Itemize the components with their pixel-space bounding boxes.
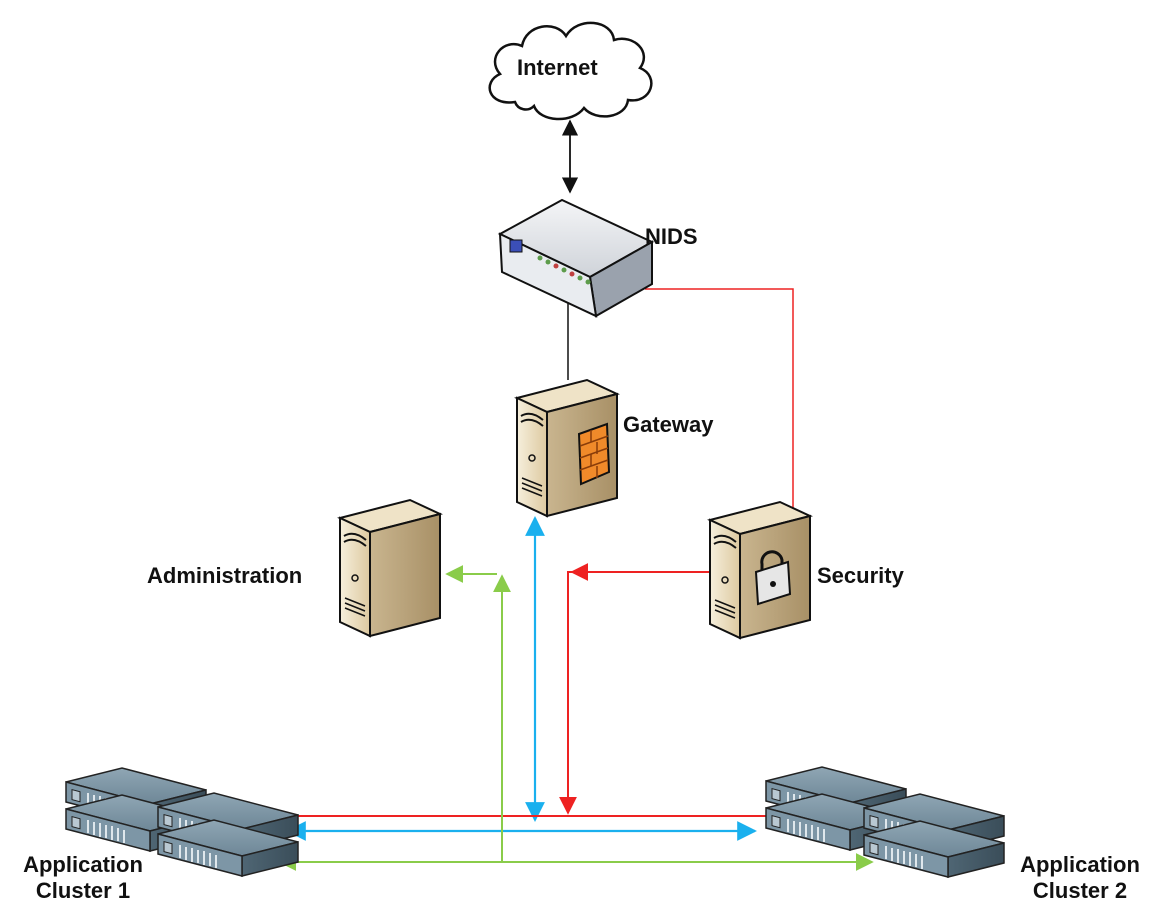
security-server-icon <box>709 501 811 639</box>
cluster-2-label-line1: Application <box>1020 852 1140 877</box>
administration-label: Administration <box>147 563 303 588</box>
link-nids-security <box>645 288 794 510</box>
nids-label: NIDS <box>645 224 698 249</box>
administration-server-icon <box>339 499 441 637</box>
cluster-1-label: Application Cluster 1 <box>8 852 158 904</box>
firewall-icon <box>577 422 611 486</box>
gateway-label: Gateway <box>623 412 714 437</box>
cluster-1-label-line2: Cluster 1 <box>35 878 131 903</box>
cluster-2-label-line2: Cluster 2 <box>1032 878 1128 903</box>
nids-device-icon <box>497 198 655 318</box>
application-cluster-2-icon <box>765 766 1005 878</box>
security-label: Security <box>817 563 904 588</box>
link-security-bus-red <box>559 571 710 815</box>
cluster-2-label: Application Cluster 2 <box>1005 852 1155 904</box>
lock-icon <box>754 550 792 606</box>
gateway-server-icon <box>516 379 618 517</box>
internet-cloud-icon <box>488 21 653 121</box>
internet-label: Internet <box>517 55 598 80</box>
cluster-1-label-line1: Application <box>23 852 143 877</box>
